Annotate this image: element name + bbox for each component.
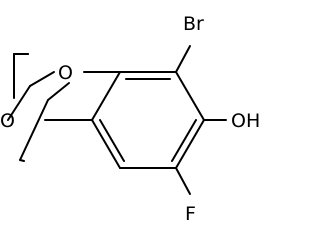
chemical-structure: Br O O OH F [0,13,260,225]
bond-ch2-ch2-ring [7,85,31,121]
bond-c2-c3 [175,71,205,121]
bond-c3-c4 [175,119,205,169]
bond-c5-c6-inner [99,119,125,162]
bond-c3-c4-inner [171,119,197,162]
atom-oxygen-top: O [58,62,73,84]
atom-hydroxyl: OH [231,110,260,132]
bond-o-top-ch2 [29,71,55,87]
atom-fluorine: F [185,203,196,225]
bond-ch2-o2 [19,159,25,162]
bond-c6-c1 [91,71,121,121]
atom-oxygen-bottom: O [0,110,15,132]
bond-c5-c6 [91,119,121,169]
bond-ch2-ch2 [19,99,49,161]
bond-c4-f [175,167,191,195]
bond-o1-ch2 [47,82,70,101]
bond-c2-br [175,45,191,73]
atom-bromine: Br [183,13,204,35]
